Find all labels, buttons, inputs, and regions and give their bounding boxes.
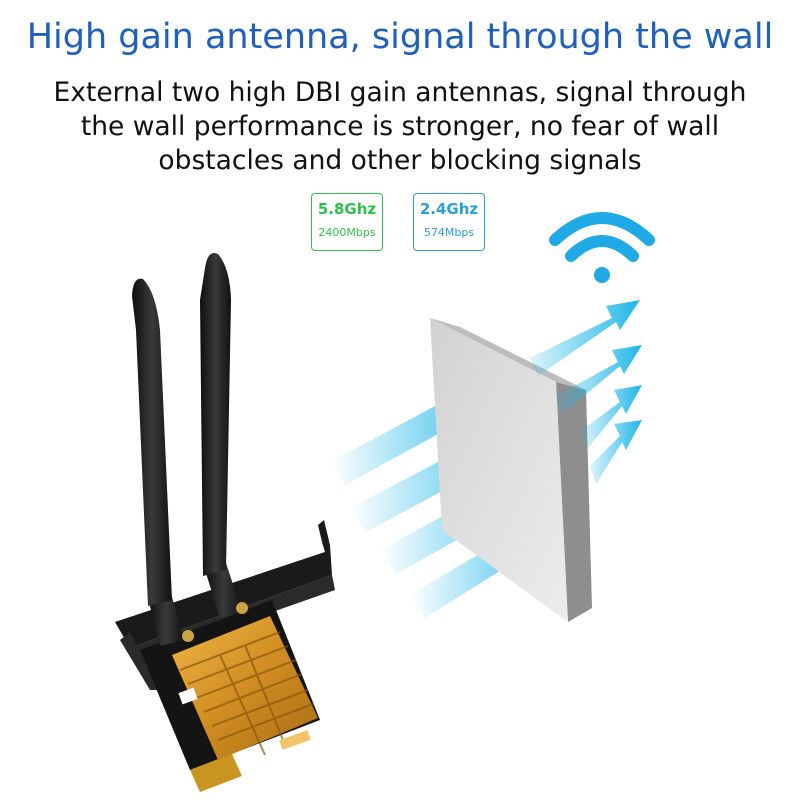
headline: High gain antenna, signal through the wa… [26,17,774,57]
badge-band-5-8: 5.8Ghz [317,200,377,218]
description-line-2: the wall performance is stronger, no fea… [80,111,720,142]
wifi-icon [549,212,655,283]
description-line-1: External two high DBI gain antennas, sig… [53,77,747,108]
signal-beams-outgoing [530,300,642,484]
badge-2-4ghz: 2.4Ghz 574Mbps [413,193,485,251]
badge-rate-574: 574Mbps [423,226,475,239]
description-line-3: obstacles and other blocking signals [158,145,642,176]
description: External two high DBI gain antennas, sig… [40,76,760,178]
antenna-right [200,252,231,577]
antenna-left [132,278,172,606]
badge-5-8ghz: 5.8Ghz 2400Mbps [311,193,383,251]
badge-rate-2400: 2400Mbps [318,226,376,239]
badge-band-2-4: 2.4Ghz [419,200,479,218]
pcie-wifi-card [115,520,335,792]
wall-panel [430,318,592,622]
